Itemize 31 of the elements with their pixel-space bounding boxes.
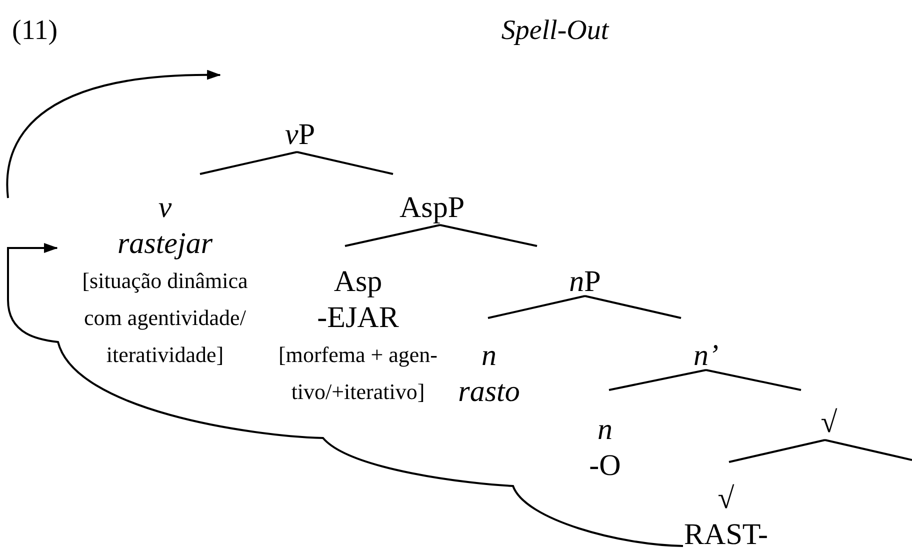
branch-line bbox=[296, 151, 394, 175]
tree-label: AspP bbox=[399, 190, 465, 226]
tree-label: √ bbox=[820, 405, 838, 441]
branch-line bbox=[824, 439, 912, 461]
branch-line bbox=[608, 369, 706, 391]
branch-line bbox=[728, 439, 826, 463]
branch-line bbox=[706, 369, 802, 391]
branch-line bbox=[440, 224, 538, 247]
tree-label: √ bbox=[718, 481, 734, 517]
tree-label: -O bbox=[589, 448, 621, 484]
tree-label: rastejar bbox=[117, 226, 213, 262]
tree-label: Asp bbox=[334, 264, 382, 300]
tree-label: n bbox=[482, 338, 496, 374]
branch-line bbox=[584, 295, 682, 319]
branch-line bbox=[488, 295, 586, 319]
spell-out-label: Spell-Out bbox=[501, 14, 609, 48]
branch-line bbox=[200, 151, 298, 175]
feature-note: [morfema + agen- tivo/+iterativo] bbox=[277, 341, 438, 406]
tree-label: rasto bbox=[458, 374, 520, 410]
branch-line bbox=[344, 224, 440, 247]
tree-label: -EJAR bbox=[317, 300, 399, 336]
curved-arrow bbox=[6, 70, 221, 198]
feature-note: [situação dinâmica com agentividade/ iteratividade] bbox=[81, 267, 249, 369]
tree-label: n’ bbox=[694, 338, 718, 374]
tree-label: vP bbox=[284, 117, 315, 153]
example-number: (11) bbox=[12, 14, 58, 48]
tree-label: nP bbox=[569, 264, 601, 300]
tree-label: n bbox=[598, 412, 612, 448]
curved-arrow bbox=[7, 243, 684, 547]
tree-label: v bbox=[158, 190, 172, 226]
tree-label: RAST- bbox=[684, 517, 768, 553]
